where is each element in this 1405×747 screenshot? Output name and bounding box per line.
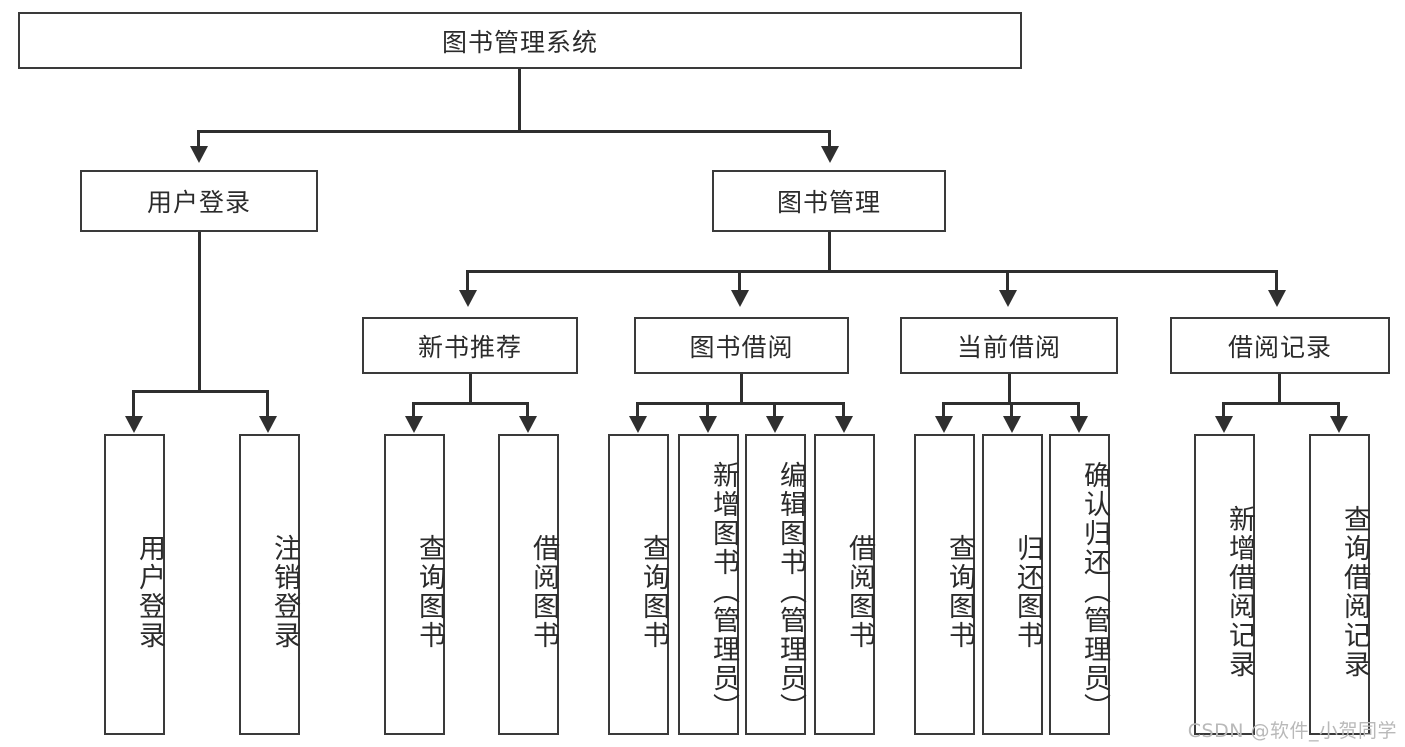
node-label: 图书管理系统: [441, 27, 598, 57]
connector-book-borrow-drop-2: [706, 402, 709, 418]
connector-new-book-bus: [412, 402, 529, 405]
connector-user-login-drop-2: [266, 390, 269, 418]
arrowhead-to-current-borrow: [999, 290, 1017, 307]
node-label: 借阅图书: [528, 533, 559, 650]
connector-level3-drop-3: [1006, 270, 1009, 292]
arrowhead-leaf-borrow-book-1: [519, 416, 537, 433]
arrowhead-leaf-borrow-book-2: [835, 416, 853, 433]
node-user-login[interactable]: 用户登录: [80, 170, 318, 232]
connector-current-borrow-drop-2: [1010, 402, 1013, 418]
leaf-borrow-book[interactable]: 借阅图书: [814, 434, 875, 735]
node-borrow-records[interactable]: 借阅记录: [1170, 317, 1390, 374]
connector-level3-drop-1: [466, 270, 469, 292]
connector-root-stem: [518, 69, 521, 131]
connector-level2-bus: [197, 130, 831, 133]
connector-book-management-stem: [828, 232, 831, 272]
arrowhead-leaf-logout-login: [259, 416, 277, 433]
arrowhead-to-new-book-recommend: [459, 290, 477, 307]
connector-level2-drop-2: [828, 130, 831, 148]
node-label: 新增借阅记录: [1224, 504, 1255, 679]
leaf-query-book-borrow[interactable]: 查询图书: [608, 434, 669, 735]
arrowhead-to-book-management: [821, 146, 839, 163]
node-new-book-recommend[interactable]: 新书推荐: [362, 317, 578, 374]
node-book-borrow[interactable]: 图书借阅: [634, 317, 849, 374]
node-label: 用户登录: [134, 533, 165, 650]
leaf-return-book[interactable]: 归还图书: [982, 434, 1043, 735]
leaf-query-borrow-record[interactable]: 查询借阅记录: [1309, 434, 1370, 735]
connector-book-borrow-drop-1: [636, 402, 639, 418]
leaf-borrow-book-recommend[interactable]: 借阅图书: [498, 434, 559, 735]
connector-new-book-stem: [469, 374, 472, 404]
leaf-query-book-recommend[interactable]: 查询图书: [384, 434, 445, 735]
node-label: 用户登录: [146, 188, 251, 217]
node-label: 查询图书: [638, 533, 669, 650]
arrowhead-leaf-query-book-3: [935, 416, 953, 433]
arrowhead-leaf-query-book-1: [405, 416, 423, 433]
node-current-borrow[interactable]: 当前借阅: [900, 317, 1118, 374]
node-label: 图书借阅: [689, 332, 794, 362]
node-label: 借阅记录: [1227, 332, 1332, 362]
node-label: 归还图书: [1012, 533, 1043, 650]
leaf-edit-book-admin[interactable]: 编辑图书（管理员）: [745, 434, 806, 735]
leaf-add-book-admin[interactable]: 新增图书（管理员）: [678, 434, 739, 735]
connector-user-login-bus: [132, 390, 268, 393]
arrowhead-leaf-edit-book: [766, 416, 784, 433]
node-label: 查询图书: [414, 533, 445, 650]
connector-current-borrow-drop-3: [1077, 402, 1080, 418]
arrowhead-leaf-return-book: [1003, 416, 1021, 433]
connector-borrow-records-stem: [1278, 374, 1281, 404]
connector-book-borrow-drop-4: [842, 402, 845, 418]
arrowhead-leaf-query-record: [1330, 416, 1348, 433]
arrowhead-leaf-add-record: [1215, 416, 1233, 433]
node-label: 当前借阅: [956, 332, 1061, 362]
connector-user-login-stem: [198, 232, 201, 391]
connector-level2-drop-1: [197, 130, 200, 148]
connector-current-borrow-drop-1: [942, 402, 945, 418]
leaf-confirm-return-admin[interactable]: 确认归还（管理员）: [1049, 434, 1110, 735]
connector-book-borrow-stem: [740, 374, 743, 404]
connector-borrow-records-drop-2: [1337, 402, 1340, 418]
node-book-management[interactable]: 图书管理: [712, 170, 946, 232]
leaf-user-login[interactable]: 用户登录: [104, 434, 165, 735]
leaf-add-borrow-record[interactable]: 新增借阅记录: [1194, 434, 1255, 735]
node-label: 查询图书: [944, 533, 975, 650]
arrowhead-to-user-login: [190, 146, 208, 163]
connector-book-borrow-drop-3: [773, 402, 776, 418]
connector-level3-bus: [466, 270, 1278, 273]
node-label: 确认归还（管理员）: [1079, 461, 1110, 722]
node-label: 新书推荐: [417, 332, 522, 362]
connector-level3-drop-4: [1275, 270, 1278, 292]
connector-new-book-drop-1: [412, 402, 415, 418]
arrowhead-leaf-user-login: [125, 416, 143, 433]
csdn-watermark: CSDN @软件_小贺同学: [1187, 720, 1397, 742]
node-label: 查询借阅记录: [1339, 504, 1370, 679]
node-label: 注销登录: [269, 533, 300, 650]
node-label: 编辑图书（管理员）: [775, 461, 806, 722]
arrowhead-to-borrow-records: [1268, 290, 1286, 307]
node-root-book-management-system[interactable]: 图书管理系统: [18, 12, 1022, 69]
arrowhead-leaf-add-book: [699, 416, 717, 433]
leaf-logout-login[interactable]: 注销登录: [239, 434, 300, 735]
arrowhead-to-book-borrow: [731, 290, 749, 307]
leaf-query-book-current[interactable]: 查询图书: [914, 434, 975, 735]
arrowhead-leaf-query-book-2: [629, 416, 647, 433]
connector-new-book-drop-2: [526, 402, 529, 418]
arrowhead-leaf-confirm-return: [1070, 416, 1088, 433]
connector-user-login-drop-1: [132, 390, 135, 418]
connector-borrow-records-drop-1: [1222, 402, 1225, 418]
node-label: 图书管理: [776, 188, 881, 217]
connector-borrow-records-bus: [1222, 402, 1340, 405]
node-label: 新增图书（管理员）: [708, 461, 739, 722]
connector-level3-drop-2: [738, 270, 741, 292]
node-label: 借阅图书: [844, 533, 875, 650]
connector-current-borrow-stem: [1008, 374, 1011, 404]
connector-book-borrow-bus: [636, 402, 845, 405]
